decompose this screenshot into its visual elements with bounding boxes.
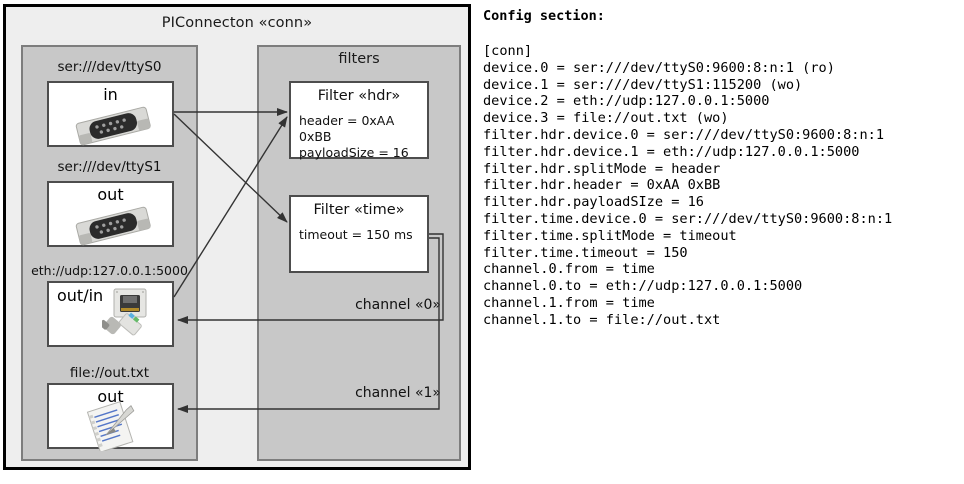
serial-db9-icon	[69, 203, 157, 247]
device-label-ttyS0: ser:///dev/ttyS0	[57, 59, 162, 75]
text-file-icon	[81, 401, 145, 451]
filters-panel-title: filters	[338, 51, 380, 67]
ethernet-jack-icon	[102, 287, 158, 345]
device-io-ttyS1: out	[97, 185, 124, 204]
device-label-file: file://out.txt	[69, 365, 150, 381]
device-box-file[interactable]: out	[47, 383, 174, 451]
serial-db9-icon	[69, 103, 157, 147]
device-box-eth[interactable]: out/in	[47, 281, 174, 347]
filter-attrs-hdr: header = 0xAA 0xBB payloadSize = 16	[299, 113, 409, 160]
device-io-eth: out/in	[57, 286, 104, 305]
config-text: [conn] device.0 = ser:///dev/ttyS0:9600:…	[483, 43, 893, 328]
filter-attrs-time: timeout = 150 ms	[299, 227, 413, 242]
filter-title-hdr: Filter «hdr»	[317, 88, 401, 104]
filter-box-hdr[interactable]: Filter «hdr» header = 0xAA 0xBB payloadS…	[289, 81, 429, 160]
device-box-ttyS1[interactable]: out	[47, 181, 174, 247]
page-title: PIConnecton «conn»	[161, 15, 313, 31]
device-label-eth: eth://udp:127.0.0.1:5000	[31, 263, 188, 278]
config-pane: Config section: [conn] device.0 = ser://…	[483, 0, 964, 484]
filter-box-time[interactable]: Filter «time» timeout = 150 ms	[289, 195, 429, 273]
device-box-ttyS0[interactable]: in	[47, 81, 174, 147]
piconnector-container: PIConnecton «conn» filters ser:///dev/tt…	[3, 4, 471, 470]
config-heading: Config section:	[483, 8, 605, 24]
channel-label-1: channel «1»	[355, 385, 441, 401]
device-label-ttyS1: ser:///dev/ttyS1	[57, 159, 162, 175]
device-io-file: out	[97, 387, 124, 406]
filter-title-time: Filter «time»	[313, 202, 405, 218]
channel-label-0: channel «0»	[355, 297, 441, 313]
device-io-ttyS0: in	[103, 85, 118, 104]
